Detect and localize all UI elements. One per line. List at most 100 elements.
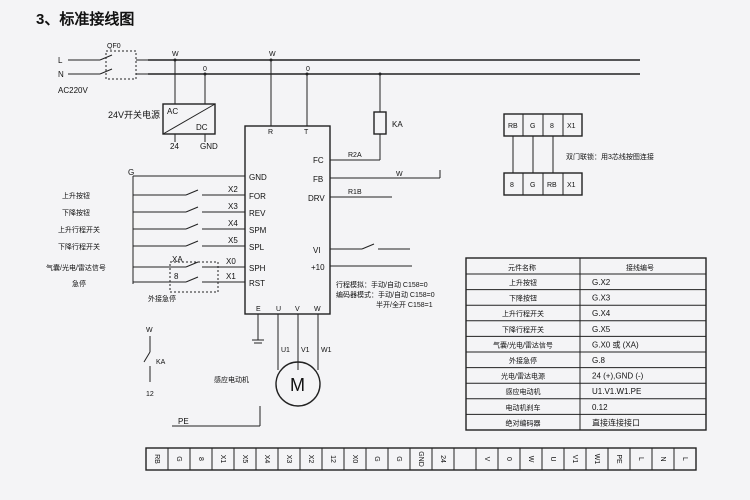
motor-w1: W1 [321, 347, 332, 354]
label-up-limit: 上升行程开关 [58, 225, 100, 234]
terminal-cell: X2 [307, 455, 314, 464]
motor-caption: 感应电动机 [214, 375, 249, 384]
door-interlock-top: RB G 8 X1 [503, 113, 583, 137]
terminal-cell: X0 [351, 455, 358, 464]
door-bot-2: G [530, 182, 535, 189]
door-note: 双门联锁：用3芯线按图连接 [566, 152, 654, 161]
table-cell-code: 直接连接接口 [592, 417, 640, 427]
w-label-1: W [172, 51, 179, 58]
door-interlock-bottom: 8 G RB X1 [503, 172, 583, 196]
term-u: U [276, 306, 281, 313]
relay-ka: KA R2A [330, 111, 403, 161]
psu-24-label: 24 [170, 142, 179, 151]
door-bot-3: RB [547, 182, 557, 189]
terminal-cell: W [527, 456, 534, 463]
zero-label-2: 0 [306, 66, 310, 73]
eight-label: 8 [174, 272, 179, 281]
term-spl: SPL [249, 243, 265, 252]
terminal-cell: G [395, 456, 402, 461]
door-bot-1: 8 [510, 182, 514, 189]
terminal-cell: G [373, 456, 380, 461]
brake-circuit: W KA 12 [143, 327, 166, 398]
terminal-cell: W1 [593, 454, 600, 465]
terminal-cell: RB [153, 454, 160, 464]
terminal-cell: N [659, 456, 666, 461]
pe-label: PE [178, 417, 189, 426]
table-header-code: 接线编号 [626, 263, 654, 272]
qf-label: QF0 [107, 43, 121, 50]
brake-w: W [146, 327, 153, 334]
inv-left-terms: GND FOR REV SPM SPL SPH RST [249, 173, 267, 288]
inv-r-label: R [268, 129, 273, 136]
table-cell-code: U1.V1.W1.PE [592, 387, 641, 396]
term-sph: SPH [249, 264, 266, 273]
ac-label: AC220V [58, 86, 88, 95]
term-fb: FB [313, 175, 323, 184]
r1b-label: R1B [348, 189, 362, 196]
psu-gnd-label: GND [200, 142, 218, 151]
psu-caption: 24V开关电源 [108, 109, 160, 120]
inv-t-label: T [304, 129, 309, 136]
w-label-2: W [269, 51, 276, 58]
psu-ac-label: AC [167, 107, 178, 116]
param-line-1: 行程模拟：手动/自动 C158=0 [336, 280, 428, 289]
label-estop: 急停 [72, 279, 86, 288]
brake-ka: KA [156, 359, 166, 366]
terminal-cell: X3 [285, 455, 292, 464]
label-down-button: 下降按钮 [62, 208, 90, 217]
power-supply-24v: AC DC 24 GND [162, 103, 218, 151]
term-e: E [256, 306, 261, 313]
terminal-cell: 24 [439, 455, 446, 463]
table-cell-name: 光电/雷达电源 [501, 372, 545, 381]
table-cell-name: 感应电动机 [506, 387, 541, 396]
motor-u1: U1 [281, 347, 290, 354]
table-cell-code: 0.12 [592, 403, 608, 412]
terminal-cell: V1 [571, 455, 578, 464]
terminal-cell: L [637, 457, 644, 461]
terminal-cell: G [175, 456, 182, 461]
motor-m: M [275, 361, 321, 407]
table-cell-code: G.X5 [592, 325, 611, 334]
term-fc: FC [313, 156, 324, 165]
input-switches [133, 189, 245, 293]
motor-m-label: M [290, 375, 305, 395]
param-line-2: 编码器模式：手动/自动 C158=0 [336, 290, 435, 299]
term-rev: REV [249, 209, 266, 218]
zero-label-1: 0 [203, 66, 207, 73]
terminal-cell: 0 [505, 457, 512, 461]
terminal-cell: V [483, 457, 490, 462]
table-cell-code: G.8 [592, 356, 605, 365]
terminal-cell: 8 [197, 457, 204, 461]
table-cell-code: 24 (+),GND (-) [592, 372, 644, 381]
r2a-label: R2A [348, 152, 362, 159]
table-header-name: 元件名称 [508, 263, 536, 272]
door-top-1: RB [508, 123, 518, 130]
terminal-cell: X5 [241, 455, 248, 464]
code-x4: X4 [228, 219, 238, 228]
param-line-3: 半开/全开 C158=1 [376, 300, 433, 309]
table-cell-name: 上升行程开关 [502, 309, 544, 318]
table-cell-code: G.X3 [592, 294, 611, 303]
table-cell-name: 外接急停 [509, 356, 537, 365]
psu-dc-label: DC [196, 123, 208, 132]
page-title: 3、标准接线图 [36, 10, 134, 28]
table-cell-name: 气囊/光电/雷达信号 [493, 340, 553, 349]
term-plus10: +10 [311, 263, 325, 272]
term-for: FOR [249, 192, 266, 201]
door-top-2: G [530, 123, 535, 130]
table-cell-code: G.X4 [592, 309, 611, 318]
xa-label: XA [172, 255, 183, 264]
n-label: N [58, 70, 64, 79]
term-spm: SPM [249, 226, 267, 235]
door-top-4: X1 [567, 123, 576, 130]
relay-ka-label: KA [392, 120, 403, 129]
inv-right-terms: FC FB DRV VI +10 [308, 156, 325, 272]
code-x3: X3 [228, 202, 238, 211]
term-w: W [314, 306, 321, 313]
l-label: L [58, 56, 63, 65]
label-safety-signal: 气囊/光电/雷达信号 [46, 263, 106, 272]
terminal-cell: X4 [263, 455, 270, 464]
